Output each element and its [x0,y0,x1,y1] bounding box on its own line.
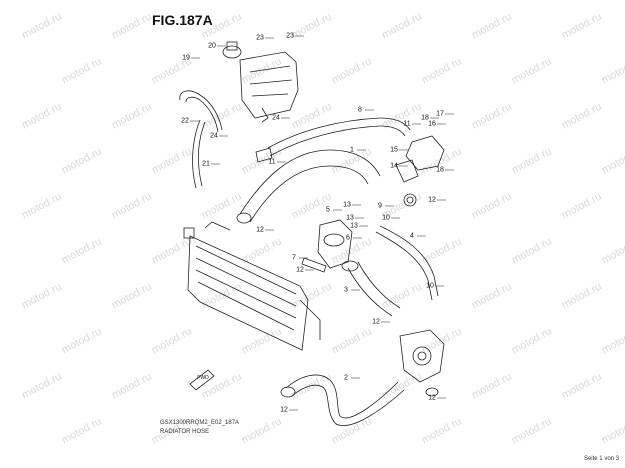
callout-24: 24 [272,114,280,122]
hose-4 [375,225,439,301]
callout-12: 12 [372,318,380,326]
callout-19: 19 [182,54,190,62]
hose-1 [236,149,381,224]
hose-8 [255,117,411,163]
callout-7: 7 [292,254,296,262]
figure-title: FIG.187A [152,12,213,28]
hose-3 [341,260,401,317]
callout-5: 5 [326,206,330,214]
callout-10: 10 [382,214,390,222]
callout-13: 13 [343,201,351,209]
callout-16: 16 [428,120,436,128]
fwd-arrow [189,369,215,391]
hose-2 [280,374,439,426]
callout-leaders [190,35,454,411]
callout-12: 12 [428,196,436,204]
callout-18: 18 [421,114,429,122]
water-pump [399,329,445,383]
callout-15: 15 [390,146,398,154]
callout-20: 20 [208,42,216,50]
callout-17: 17 [436,110,444,118]
callout-1: 1 [350,146,354,154]
thermo-cover [395,135,445,207]
callout-6: 6 [346,234,350,242]
callout-14: 14 [390,162,398,170]
callout-12: 12 [428,394,436,402]
callout-13: 13 [346,214,354,222]
callout-11: 11 [403,120,411,128]
radiator [183,221,321,351]
callout-12: 12 [296,266,304,274]
callout-10: 10 [426,282,434,290]
callout-24: 24 [210,132,218,140]
fwd-label: FWD [197,375,209,381]
callout-11: 11 [268,158,276,166]
callout-21: 21 [202,160,210,168]
callout-12: 12 [256,226,264,234]
overflow-hose [179,90,223,189]
callout-13: 13 [350,222,358,230]
thermostat-housing [301,219,353,273]
callout-18: 18 [436,166,444,174]
callout-23: 23 [286,32,294,40]
callout-22: 22 [181,117,189,125]
callout-8: 8 [358,106,362,114]
callout-2: 2 [344,374,348,382]
reservoir-tank [222,41,299,123]
callout-9: 9 [378,202,382,210]
callout-23: 23 [256,34,264,42]
callout-4: 4 [410,232,414,240]
page-indicator: Seite 1 von 3 [583,456,619,462]
figure-code: GSX1300RRQM2_E02_187A [160,420,240,426]
figure-caption: RADIATOR HOSE [160,429,210,435]
callout-3: 3 [344,286,348,294]
callout-12: 12 [280,406,288,414]
